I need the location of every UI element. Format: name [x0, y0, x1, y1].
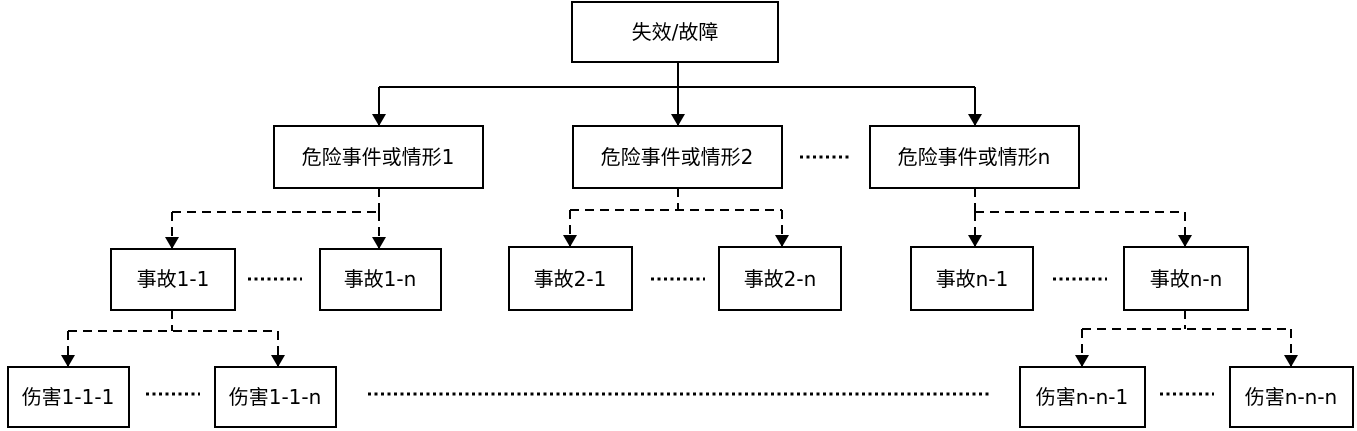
harm-n-n-n-label: 伤害n-n-n — [1245, 385, 1337, 409]
accident-n-1-label: 事故n-1 — [936, 267, 1009, 291]
accident-1-1-label: 事故1-1 — [137, 267, 210, 291]
hazard-n-label: 危险事件或情形n — [898, 145, 1051, 169]
hazard-node-1: 危险事件或情形1 — [273, 125, 484, 189]
harm-1-1-1-label: 伤害1-1-1 — [22, 385, 115, 409]
harm-node-n-n-1: 伤害n-n-1 — [1019, 366, 1146, 428]
accident-n-n-connectors — [1075, 310, 1298, 367]
hazard-1-label: 危险事件或情形1 — [302, 145, 455, 169]
harm-node-1-1-1: 伤害1-1-1 — [7, 366, 130, 428]
harm-node-1-1-n: 伤害1-1-n — [214, 366, 337, 428]
accident-2-n-label: 事故2-n — [744, 267, 817, 291]
hazard-node-2: 危险事件或情形2 — [572, 125, 783, 189]
hazard-2-connectors — [563, 188, 789, 247]
accident-2-1-label: 事故2-1 — [534, 267, 607, 291]
accident-node-2-n: 事故2-n — [718, 246, 842, 311]
accident-1-1-connectors — [61, 310, 285, 367]
accident-n-n-label: 事故n-n — [1150, 267, 1223, 291]
harm-1-1-n-label: 伤害1-1-n — [229, 385, 322, 409]
root-node: 失效/故障 — [571, 1, 779, 63]
hazard-n-connectors — [968, 188, 1192, 247]
harm-node-n-n-n: 伤害n-n-n — [1229, 366, 1354, 428]
ellipsis-markers — [146, 155, 1214, 396]
accident-node-n-n: 事故n-n — [1123, 246, 1249, 311]
accident-1-n-label: 事故1-n — [344, 267, 417, 291]
harm-n-n-1-label: 伤害n-n-1 — [1036, 385, 1129, 409]
accident-node-1-n: 事故1-n — [319, 248, 442, 311]
hazard-1-connectors — [165, 188, 386, 249]
accident-node-n-1: 事故n-1 — [910, 246, 1034, 311]
accident-node-1-1: 事故1-1 — [110, 248, 236, 311]
root-connectors — [372, 62, 982, 126]
accident-node-2-1: 事故2-1 — [508, 246, 633, 311]
hazard-node-n: 危险事件或情形n — [869, 125, 1080, 189]
hazard-2-label: 危险事件或情形2 — [601, 145, 754, 169]
root-label: 失效/故障 — [632, 20, 719, 44]
